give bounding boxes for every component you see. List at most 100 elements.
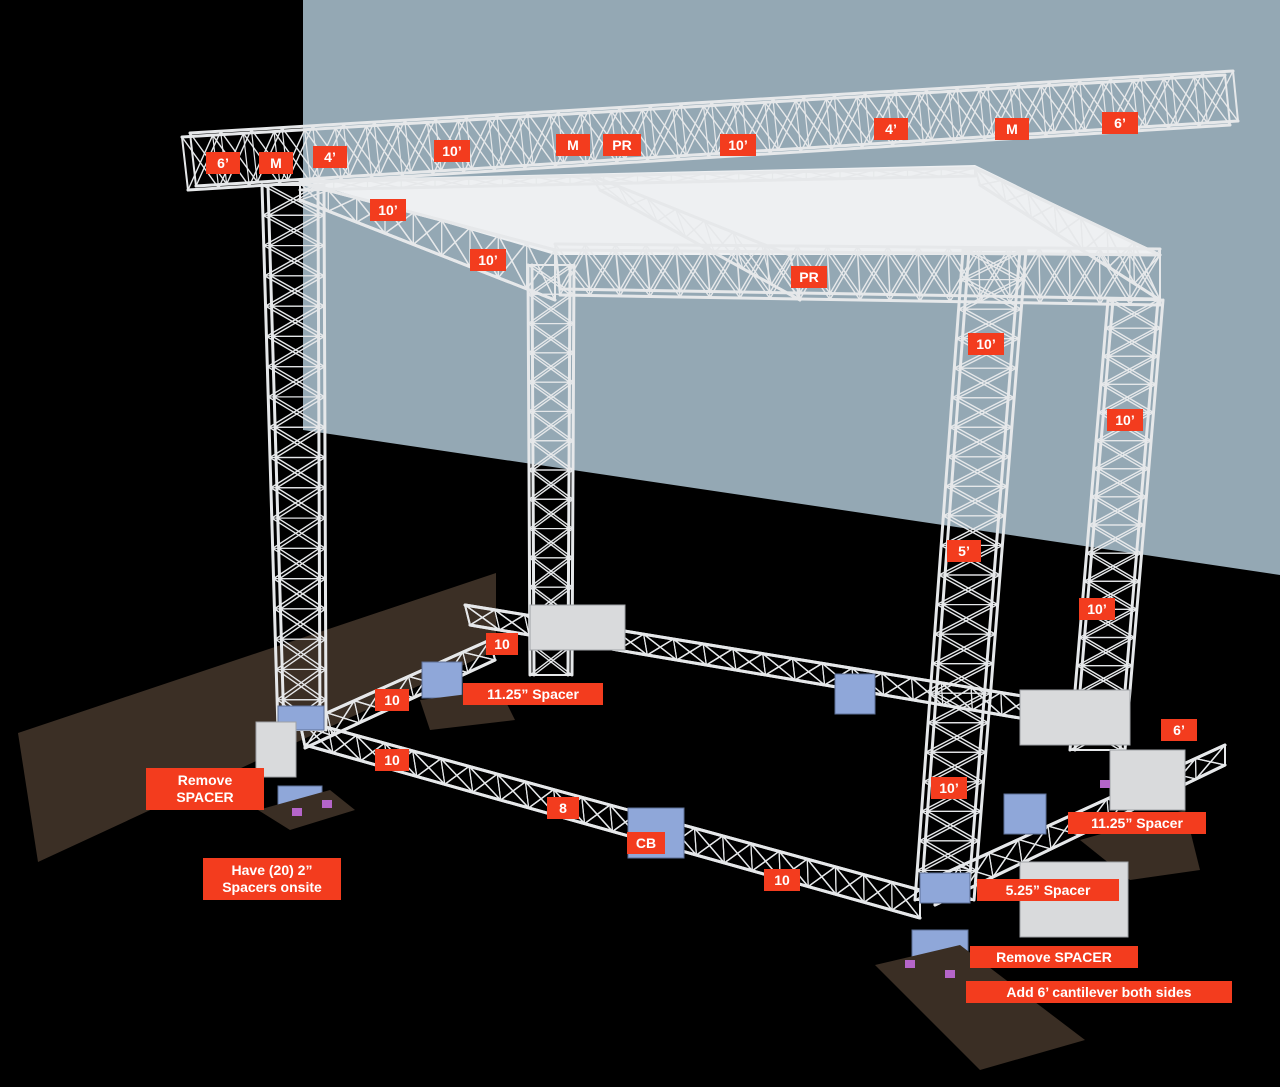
leg-front-left-back-lace bbox=[277, 517, 326, 550]
base-back-rung bbox=[702, 643, 707, 666]
truss-roof-right-lace bbox=[1027, 192, 1058, 235]
label-leg-10ft-d: 10’ bbox=[931, 777, 967, 799]
leg-front-right-lace bbox=[955, 308, 1016, 340]
truss-top-main-back-rung bbox=[1140, 75, 1147, 128]
base-front-lace bbox=[499, 781, 527, 801]
foot-5 bbox=[1100, 780, 1110, 788]
truss-roof-mid-lace bbox=[760, 242, 801, 301]
base-back-rung bbox=[672, 638, 678, 661]
truss-roof-front-back-lace bbox=[979, 247, 1010, 297]
label-top-4ft-right: 4’ bbox=[874, 118, 908, 140]
label-base-10-left: 10 bbox=[375, 689, 409, 711]
truss-top-main-lace bbox=[585, 110, 613, 166]
leg-back-right-back-lace bbox=[1088, 552, 1143, 582]
truss-roof-front-lace bbox=[1069, 253, 1101, 305]
leg-back-right-back-lace bbox=[1095, 468, 1150, 498]
truss-top-main-lace bbox=[708, 103, 735, 159]
truss-top-main-lace bbox=[493, 116, 521, 172]
truss-top-main-lace bbox=[984, 87, 1011, 141]
leg-back-left-lace bbox=[527, 352, 571, 383]
label-top-6ft-right: 6’ bbox=[1102, 112, 1138, 134]
leg-front-left-lace bbox=[269, 426, 320, 459]
truss-roof-front-back-lace bbox=[589, 243, 617, 291]
leg-front-left-back-lace bbox=[277, 487, 326, 519]
base-front-lace bbox=[332, 734, 358, 754]
truss-roof-front-back-lace bbox=[889, 246, 919, 296]
base-right-lace bbox=[1195, 744, 1226, 780]
truss-roof-front-lace bbox=[889, 252, 919, 302]
base-front-lace bbox=[891, 889, 921, 911]
leg-front-right-lace bbox=[944, 456, 1005, 488]
label-leg-10ft-a: 10’ bbox=[968, 333, 1004, 355]
truss-top-main-rung bbox=[1071, 83, 1078, 136]
truss-roof-mid-rung bbox=[760, 242, 773, 285]
foot-4 bbox=[945, 970, 955, 978]
truss-top-main-rung bbox=[641, 109, 649, 162]
truss-roof-left-lace bbox=[497, 234, 528, 290]
leg-back-left-back-lace bbox=[531, 322, 575, 354]
truss-top-main-rung bbox=[1040, 85, 1047, 138]
leg-front-left-back-lace bbox=[272, 335, 326, 368]
leg-front-right-lace bbox=[949, 397, 1009, 428]
truss-roof-front-lace bbox=[919, 252, 949, 302]
leg-back-left-lace bbox=[527, 322, 571, 354]
base-left-chord-top bbox=[298, 638, 492, 727]
base-back-lace bbox=[971, 691, 1002, 711]
truss-roof-mid-lace bbox=[589, 174, 630, 207]
label-roof-10ft-b: 10’ bbox=[470, 249, 506, 271]
leg-back-right-lace bbox=[1100, 355, 1154, 386]
truss-roof-mid-lace bbox=[675, 208, 715, 254]
truss-top-main-rung bbox=[426, 121, 434, 176]
label-top-10ft-b: 10’ bbox=[720, 134, 756, 156]
base-right-lace bbox=[992, 838, 1020, 878]
truss-top-main-lace bbox=[340, 125, 367, 182]
truss-top-main-back-rung bbox=[925, 88, 933, 141]
leg-back-left-back-lace bbox=[532, 498, 574, 530]
ballast-right bbox=[1109, 749, 1186, 811]
base-front-rung bbox=[609, 804, 614, 833]
leg-back-left-lace bbox=[528, 469, 570, 500]
base-back-lace bbox=[498, 614, 526, 631]
base-back-rung bbox=[523, 614, 530, 636]
truss-roof-rear-lace bbox=[940, 167, 976, 178]
leg-back-left-lace bbox=[528, 557, 570, 588]
truss-roof-right-chord-bottom bbox=[978, 183, 1162, 302]
base-back-rung bbox=[732, 648, 737, 671]
leg-back-right-lace bbox=[1085, 524, 1140, 554]
truss-top-main-lace bbox=[371, 123, 398, 180]
ballast-left bbox=[255, 721, 297, 778]
truss-top-main-back-rung bbox=[373, 121, 381, 176]
truss-top-main-rung bbox=[825, 98, 833, 151]
truss-roof-right-lace bbox=[1000, 179, 1033, 219]
truss-roof-front-lace bbox=[859, 252, 889, 301]
leg-front-left-lace bbox=[275, 638, 321, 671]
leg-back-left-lace bbox=[528, 498, 570, 530]
truss-top-main-back-rung bbox=[250, 128, 258, 183]
base-front-rung bbox=[412, 750, 418, 778]
truss-roof-mid-rung bbox=[646, 197, 658, 223]
leg-front-right-lace bbox=[923, 751, 981, 783]
base-back-rung bbox=[643, 633, 648, 656]
spacer-back-left bbox=[421, 661, 463, 699]
leg-front-left-lace bbox=[265, 305, 320, 338]
base-front-rung bbox=[722, 835, 725, 864]
label-base-10-back: 10 bbox=[486, 633, 518, 655]
truss-roof-front-lace bbox=[589, 249, 617, 297]
truss-top-main-back-rung bbox=[1232, 70, 1239, 122]
truss-roof-mid-lace bbox=[703, 220, 744, 270]
label-cantilever-6ft: 6’ bbox=[1161, 719, 1197, 741]
truss-roof-mid-lace bbox=[685, 220, 705, 238]
truss-roof-front-rung bbox=[1008, 253, 1011, 304]
truss-top-main-rung bbox=[672, 107, 679, 161]
base-right-rung bbox=[988, 852, 994, 878]
truss-roof-rear-lace bbox=[333, 179, 369, 191]
truss-top-main-rung bbox=[242, 132, 250, 187]
label-spacer-back: 11.25” Spacer bbox=[463, 683, 603, 705]
base-back-lace bbox=[705, 648, 734, 666]
truss-top-main-back-rung bbox=[1201, 72, 1208, 124]
truss-top-main-lace bbox=[1198, 74, 1226, 128]
leg-back-left-back-lace bbox=[532, 469, 574, 500]
leg-back-right-back-lace bbox=[1079, 664, 1133, 695]
leg-back-left-back-lace bbox=[531, 293, 575, 325]
truss-roof-mid-rung bbox=[732, 231, 744, 270]
